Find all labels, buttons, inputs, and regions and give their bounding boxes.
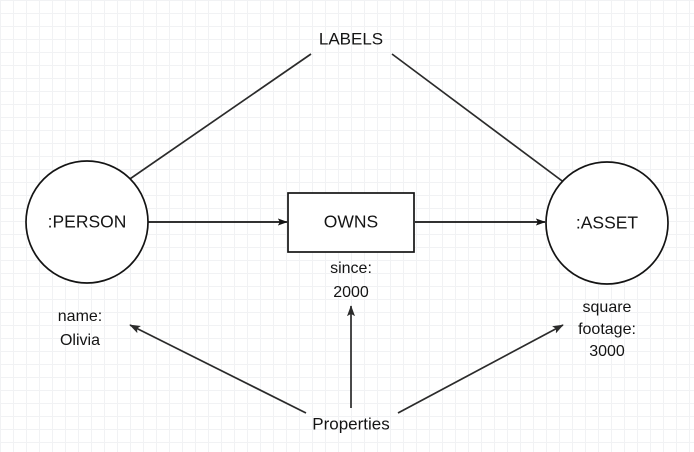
node-asset[interactable] (545, 161, 669, 285)
person-property-value: Olivia (60, 332, 100, 349)
asset-property-value: 3000 (589, 343, 625, 360)
owns-property-value: 2000 (333, 284, 369, 301)
person-property-key: name: (58, 308, 102, 325)
annotation-properties-caption: Properties (312, 414, 389, 433)
node-owns-relationship[interactable] (287, 192, 415, 253)
annotation-arrow-properties-to-asset-property (397, 324, 564, 414)
asset-property-key-line2: footage: (578, 321, 636, 338)
annotation-arrow-labels-to-person (94, 53, 312, 204)
annotation-arrow-labels-to-asset (391, 53, 590, 202)
asset-property-key-line1: square (583, 299, 632, 316)
annotation-arrow-properties-to-person-property (129, 324, 307, 414)
node-asset-label: :ASSET (576, 213, 639, 233)
node-person[interactable] (25, 160, 149, 284)
annotation-labels-caption: LABELS (319, 29, 383, 48)
node-owns-label: OWNS (324, 212, 378, 232)
node-person-label: :PERSON (48, 212, 127, 232)
owns-property-key: since: (330, 260, 372, 277)
